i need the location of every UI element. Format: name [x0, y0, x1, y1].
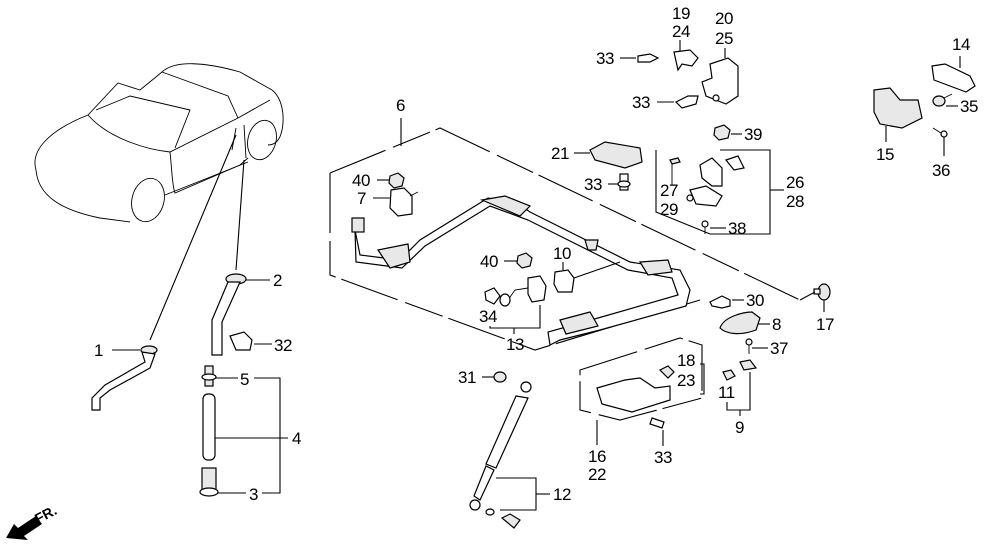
part-34-clip[interactable]	[484, 287, 501, 305]
part-2-drain-hose[interactable]	[211, 273, 247, 356]
part-9-clip[interactable]	[739, 359, 758, 371]
callout-3: 3	[249, 485, 258, 504]
part-10-clip[interactable]	[553, 269, 575, 293]
callout-33-upper-mid: 33	[632, 93, 650, 112]
callout-17: 17	[816, 315, 834, 334]
part-12-gas-strut[interactable]	[469, 381, 532, 529]
callout-35: 35	[960, 97, 978, 116]
callout-6: 6	[396, 96, 405, 115]
part-39-nut[interactable]	[713, 124, 731, 141]
part-6-roof-frame[interactable]	[351, 195, 691, 346]
callout-38: 38	[728, 219, 746, 238]
callout-27: 27	[660, 181, 678, 200]
callout-28: 28	[786, 192, 804, 211]
part-11-clip[interactable]	[722, 369, 736, 381]
callout-7: 7	[357, 189, 366, 208]
part-13-harness[interactable]	[499, 275, 547, 307]
callout-18: 18	[677, 351, 695, 370]
part-19-bracket[interactable]	[673, 49, 699, 72]
part-31-bolt[interactable]	[493, 371, 507, 383]
part-33-bolt-top[interactable]	[637, 53, 660, 63]
part-20-latch-block[interactable]	[701, 57, 739, 105]
callout-25: 25	[715, 29, 733, 48]
callout-24: 24	[672, 22, 690, 41]
callout-33-cover: 33	[654, 448, 672, 467]
part-38-screw[interactable]	[701, 220, 709, 234]
callout-23: 23	[677, 371, 695, 390]
part-21-bracket[interactable]	[589, 141, 643, 169]
part-30-bolt[interactable]	[709, 295, 731, 309]
callout-26: 26	[786, 173, 804, 192]
part-33-bolt-cover[interactable]	[649, 417, 665, 429]
part-15-bracket[interactable]	[873, 87, 923, 129]
part-35-bolt[interactable]	[932, 93, 953, 107]
callout-30: 30	[746, 291, 764, 310]
part-32-clip[interactable]	[229, 331, 253, 351]
callout-10: 10	[553, 244, 571, 263]
callout-29: 29	[660, 200, 678, 219]
part-27-pin[interactable]	[669, 157, 681, 185]
part-29-latch-assembly[interactable]	[686, 155, 745, 207]
callout-9: 9	[735, 418, 744, 437]
callout-40-lower: 40	[480, 252, 498, 271]
callout-5: 5	[240, 370, 249, 389]
callout-12: 12	[553, 485, 571, 504]
callout-34: 34	[479, 307, 497, 326]
callout-32: 32	[274, 336, 292, 355]
callout-36: 36	[932, 161, 950, 180]
part-3-drain-fitting[interactable]	[199, 467, 219, 497]
part-5-valve[interactable]	[201, 365, 217, 387]
callout-40-upper: 40	[352, 171, 370, 190]
callout-39: 39	[744, 125, 762, 144]
callout-20: 20	[715, 9, 733, 28]
callout-13: 13	[506, 335, 524, 354]
callout-22: 22	[588, 465, 606, 484]
callout-4: 4	[292, 429, 301, 448]
callout-31: 31	[458, 368, 476, 387]
callout-19: 19	[672, 4, 690, 23]
callout-14: 14	[952, 35, 970, 54]
callout-11: 11	[718, 383, 735, 402]
part-37-screw[interactable]	[745, 338, 753, 354]
part-40-nut-upper[interactable]	[388, 172, 405, 189]
callout-2: 2	[273, 271, 282, 290]
part-16-cover[interactable]	[596, 377, 671, 413]
part-33-bolt-mid[interactable]	[617, 173, 631, 191]
part-40-nut-lower[interactable]	[516, 252, 533, 269]
part-7-bracket[interactable]	[389, 187, 419, 217]
part-1-drain-hose[interactable]	[91, 345, 158, 411]
part-36-screw[interactable]	[932, 127, 948, 138]
part-33-bolt-upper-mid[interactable]	[674, 95, 699, 109]
front-direction-arrow-icon: FR.	[6, 502, 59, 540]
callout-33-mid: 33	[584, 175, 602, 194]
car-outline-illustration	[34, 63, 284, 223]
callout-16: 16	[588, 447, 606, 466]
part-4-tube[interactable]	[202, 393, 216, 461]
part-17-grommet[interactable]	[813, 283, 831, 301]
callout-15: 15	[876, 145, 894, 164]
callout-8: 8	[772, 315, 781, 334]
callout-1: 1	[94, 341, 103, 360]
callout-33-top: 33	[596, 49, 614, 68]
part-8-cap[interactable]	[719, 311, 761, 335]
callout-37: 37	[770, 339, 788, 358]
callout-21: 21	[551, 144, 569, 163]
part-18-clip[interactable]	[658, 365, 675, 379]
part-14-bracket[interactable]	[931, 63, 976, 93]
